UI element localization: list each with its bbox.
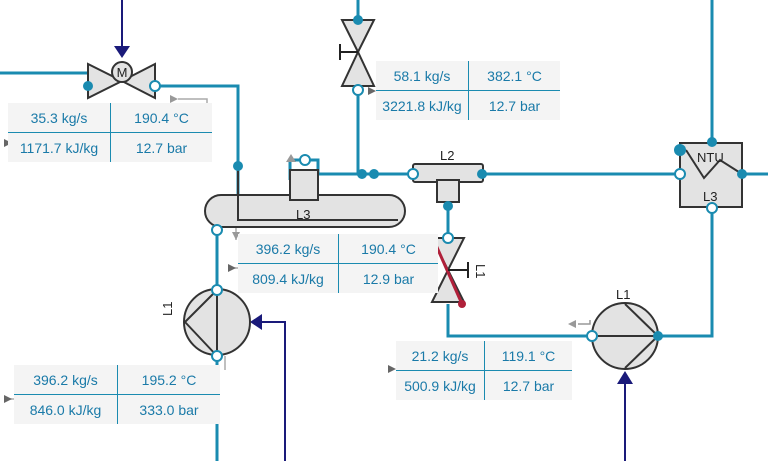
pressure: 333.0 bar (117, 395, 220, 424)
pipe-separator-top-vapor (288, 158, 360, 180)
motor-signal-arrow (114, 46, 130, 58)
enthalpy: 500.9 kJ/kg (404, 377, 476, 394)
temperature: 190.4 °C (338, 234, 438, 264)
motor-circle (111, 61, 133, 83)
signals (114, 0, 633, 461)
pump-right-label: L1 (616, 287, 630, 302)
stream-table-5: 21.2 kg/s 119.1 °C 500.9 kJ/kg 12.7 bar (396, 341, 572, 400)
stream-table-4: 396.2 kg/s 195.2 °C 846.0 kJ/kg 333.0 ba… (14, 365, 220, 424)
mass-flow: 21.2 kg/s (396, 341, 484, 371)
pump-right[interactable]: L1 (568, 287, 663, 370)
temperature: 382.1 °C (468, 61, 560, 91)
enthalpy: 846.0 kJ/kg (29, 401, 102, 418)
temperature: 190.4 °C (110, 103, 212, 133)
mass-flow: 35.3 kg/s (8, 103, 110, 133)
stream-table-2: 58.1 kg/s 382.1 °C 3221.8 kJ/kg 12.7 bar (376, 61, 560, 120)
mass-flow: 58.1 kg/s (376, 61, 468, 91)
temperature: 119.1 °C (484, 341, 572, 371)
pressure: 12.7 bar (110, 133, 212, 162)
mass-flow: 396.2 kg/s (238, 234, 338, 264)
stream-table-3: 396.2 kg/s 190.4 °C 809.4 kJ/kg 12.9 bar (238, 234, 438, 293)
separator-label: L3 (296, 207, 310, 222)
pressure: 12.9 bar (338, 264, 438, 293)
separator-vessel[interactable]: L3 (204, 154, 406, 236)
pressure: 12.7 bar (468, 91, 560, 120)
motor-mark: M (117, 65, 128, 80)
exchanger-label: NTU (697, 150, 724, 165)
tee-junction[interactable]: L2 (407, 148, 487, 211)
temperature: 195.2 °C (117, 365, 220, 395)
pipe-valve-to-pump (446, 304, 592, 338)
pump-left-signal-arrow (250, 314, 262, 330)
exchanger-sublabel: L3 (703, 189, 717, 204)
pump-left-label: L1 (160, 302, 175, 316)
valve-mid-label: L1 (473, 264, 488, 278)
pump-right-signal-arrow (617, 371, 633, 384)
pipe-valve-to-separator (155, 84, 240, 196)
pipe-exchanger-bottom (658, 208, 714, 338)
tee-label: L2 (440, 148, 454, 163)
pump-left-signal-line (262, 321, 286, 461)
heat-exchanger[interactable]: NTU L3 (674, 137, 747, 214)
enthalpy: 3221.8 kJ/kg (382, 97, 462, 114)
mass-flow: 396.2 kg/s (14, 365, 117, 395)
motor-valve[interactable]: M (83, 61, 161, 100)
valve-top[interactable]: L1 (339, 15, 394, 96)
stream-table-1: 35.3 kg/s 190.4 °C 1171.7 kJ/kg 12.7 bar (8, 103, 212, 162)
valve-mid[interactable]: L1 (430, 232, 488, 308)
enthalpy: 1171.7 kJ/kg (19, 139, 99, 156)
pressure: 12.7 bar (484, 371, 572, 400)
header-node-1 (357, 169, 367, 179)
header-node-2 (369, 169, 379, 179)
pump-left[interactable]: L1 (160, 284, 251, 362)
enthalpy: 809.4 kJ/kg (252, 270, 324, 287)
